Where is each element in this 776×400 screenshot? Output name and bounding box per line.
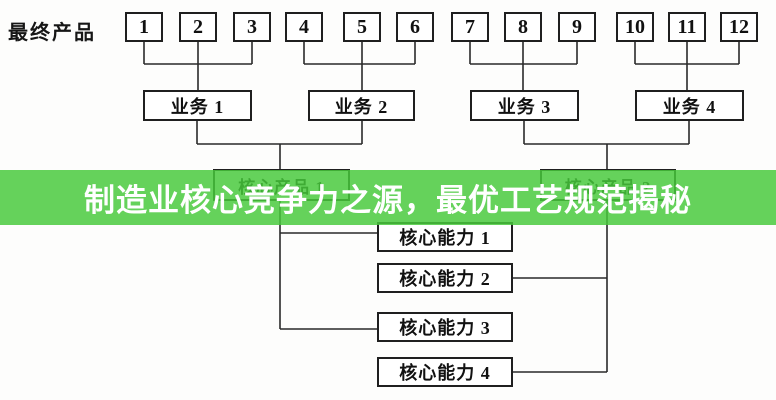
product-box-2: 2 xyxy=(179,12,217,42)
product-box-9: 9 xyxy=(558,12,596,42)
core-capability-box-2: 核心能力 2 xyxy=(377,263,513,293)
core-capability-box-4: 核心能力 4 xyxy=(377,357,513,387)
core-capability-box-3: 核心能力 3 xyxy=(377,312,513,342)
business-box-1: 业务 1 xyxy=(143,90,252,121)
product-box-11: 11 xyxy=(668,12,706,42)
product-box-12: 12 xyxy=(720,12,758,42)
product-box-7: 7 xyxy=(451,12,489,42)
product-box-8: 8 xyxy=(504,12,542,42)
final-products-row-label: 最终产品 xyxy=(8,22,96,44)
core-capability-box-1: 核心能力 1 xyxy=(377,222,513,252)
product-box-1: 1 xyxy=(125,12,163,42)
product-box-3: 3 xyxy=(233,12,271,42)
business-box-3: 业务 3 xyxy=(470,90,579,121)
product-box-10: 10 xyxy=(616,12,654,42)
title-banner-overlay: 制造业核心竞争力之源，最优工艺规范揭秘 xyxy=(0,170,776,225)
product-box-6: 6 xyxy=(396,12,434,42)
product-box-5: 5 xyxy=(343,12,381,42)
business-box-2: 业务 2 xyxy=(308,90,415,121)
banner-title-text: 制造业核心竞争力之源，最优工艺规范揭秘 xyxy=(84,183,692,218)
product-box-4: 4 xyxy=(285,12,323,42)
business-box-4: 业务 4 xyxy=(635,90,744,121)
